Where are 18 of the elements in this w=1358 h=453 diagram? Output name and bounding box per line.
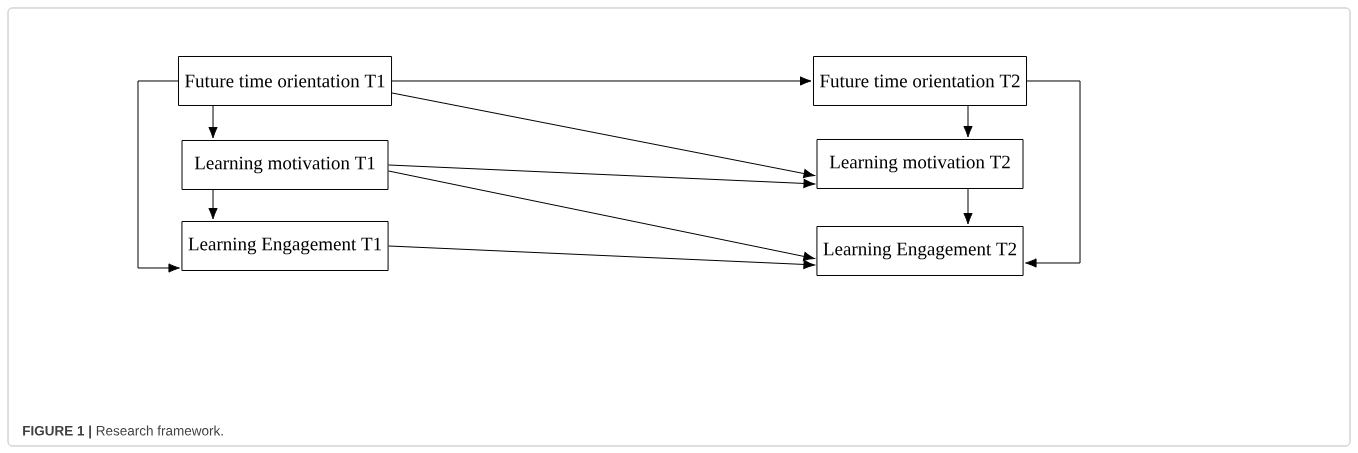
arrow	[137, 80, 180, 273]
arrow	[388, 170, 815, 261]
figure-caption: FIGURE 1 | Research framework.	[23, 425, 223, 439]
arrow	[388, 245, 815, 270]
process-box: Future time orientation T1	[178, 56, 393, 106]
arrow	[963, 105, 973, 138]
arrow	[963, 188, 973, 225]
process-box: Learning Engagement T1	[181, 221, 389, 271]
process-box: Learning motivation T2	[816, 139, 1024, 189]
process-box: Future time orientation T2	[813, 56, 1028, 106]
arrow	[391, 76, 812, 86]
arrow	[1025, 80, 1081, 268]
process-box: Learning Engagement T2	[816, 226, 1024, 276]
process-box: Learning motivation T1	[181, 140, 389, 190]
arrow	[208, 189, 218, 220]
arrow	[208, 105, 218, 139]
arrow	[388, 164, 815, 189]
arrow	[391, 92, 816, 179]
